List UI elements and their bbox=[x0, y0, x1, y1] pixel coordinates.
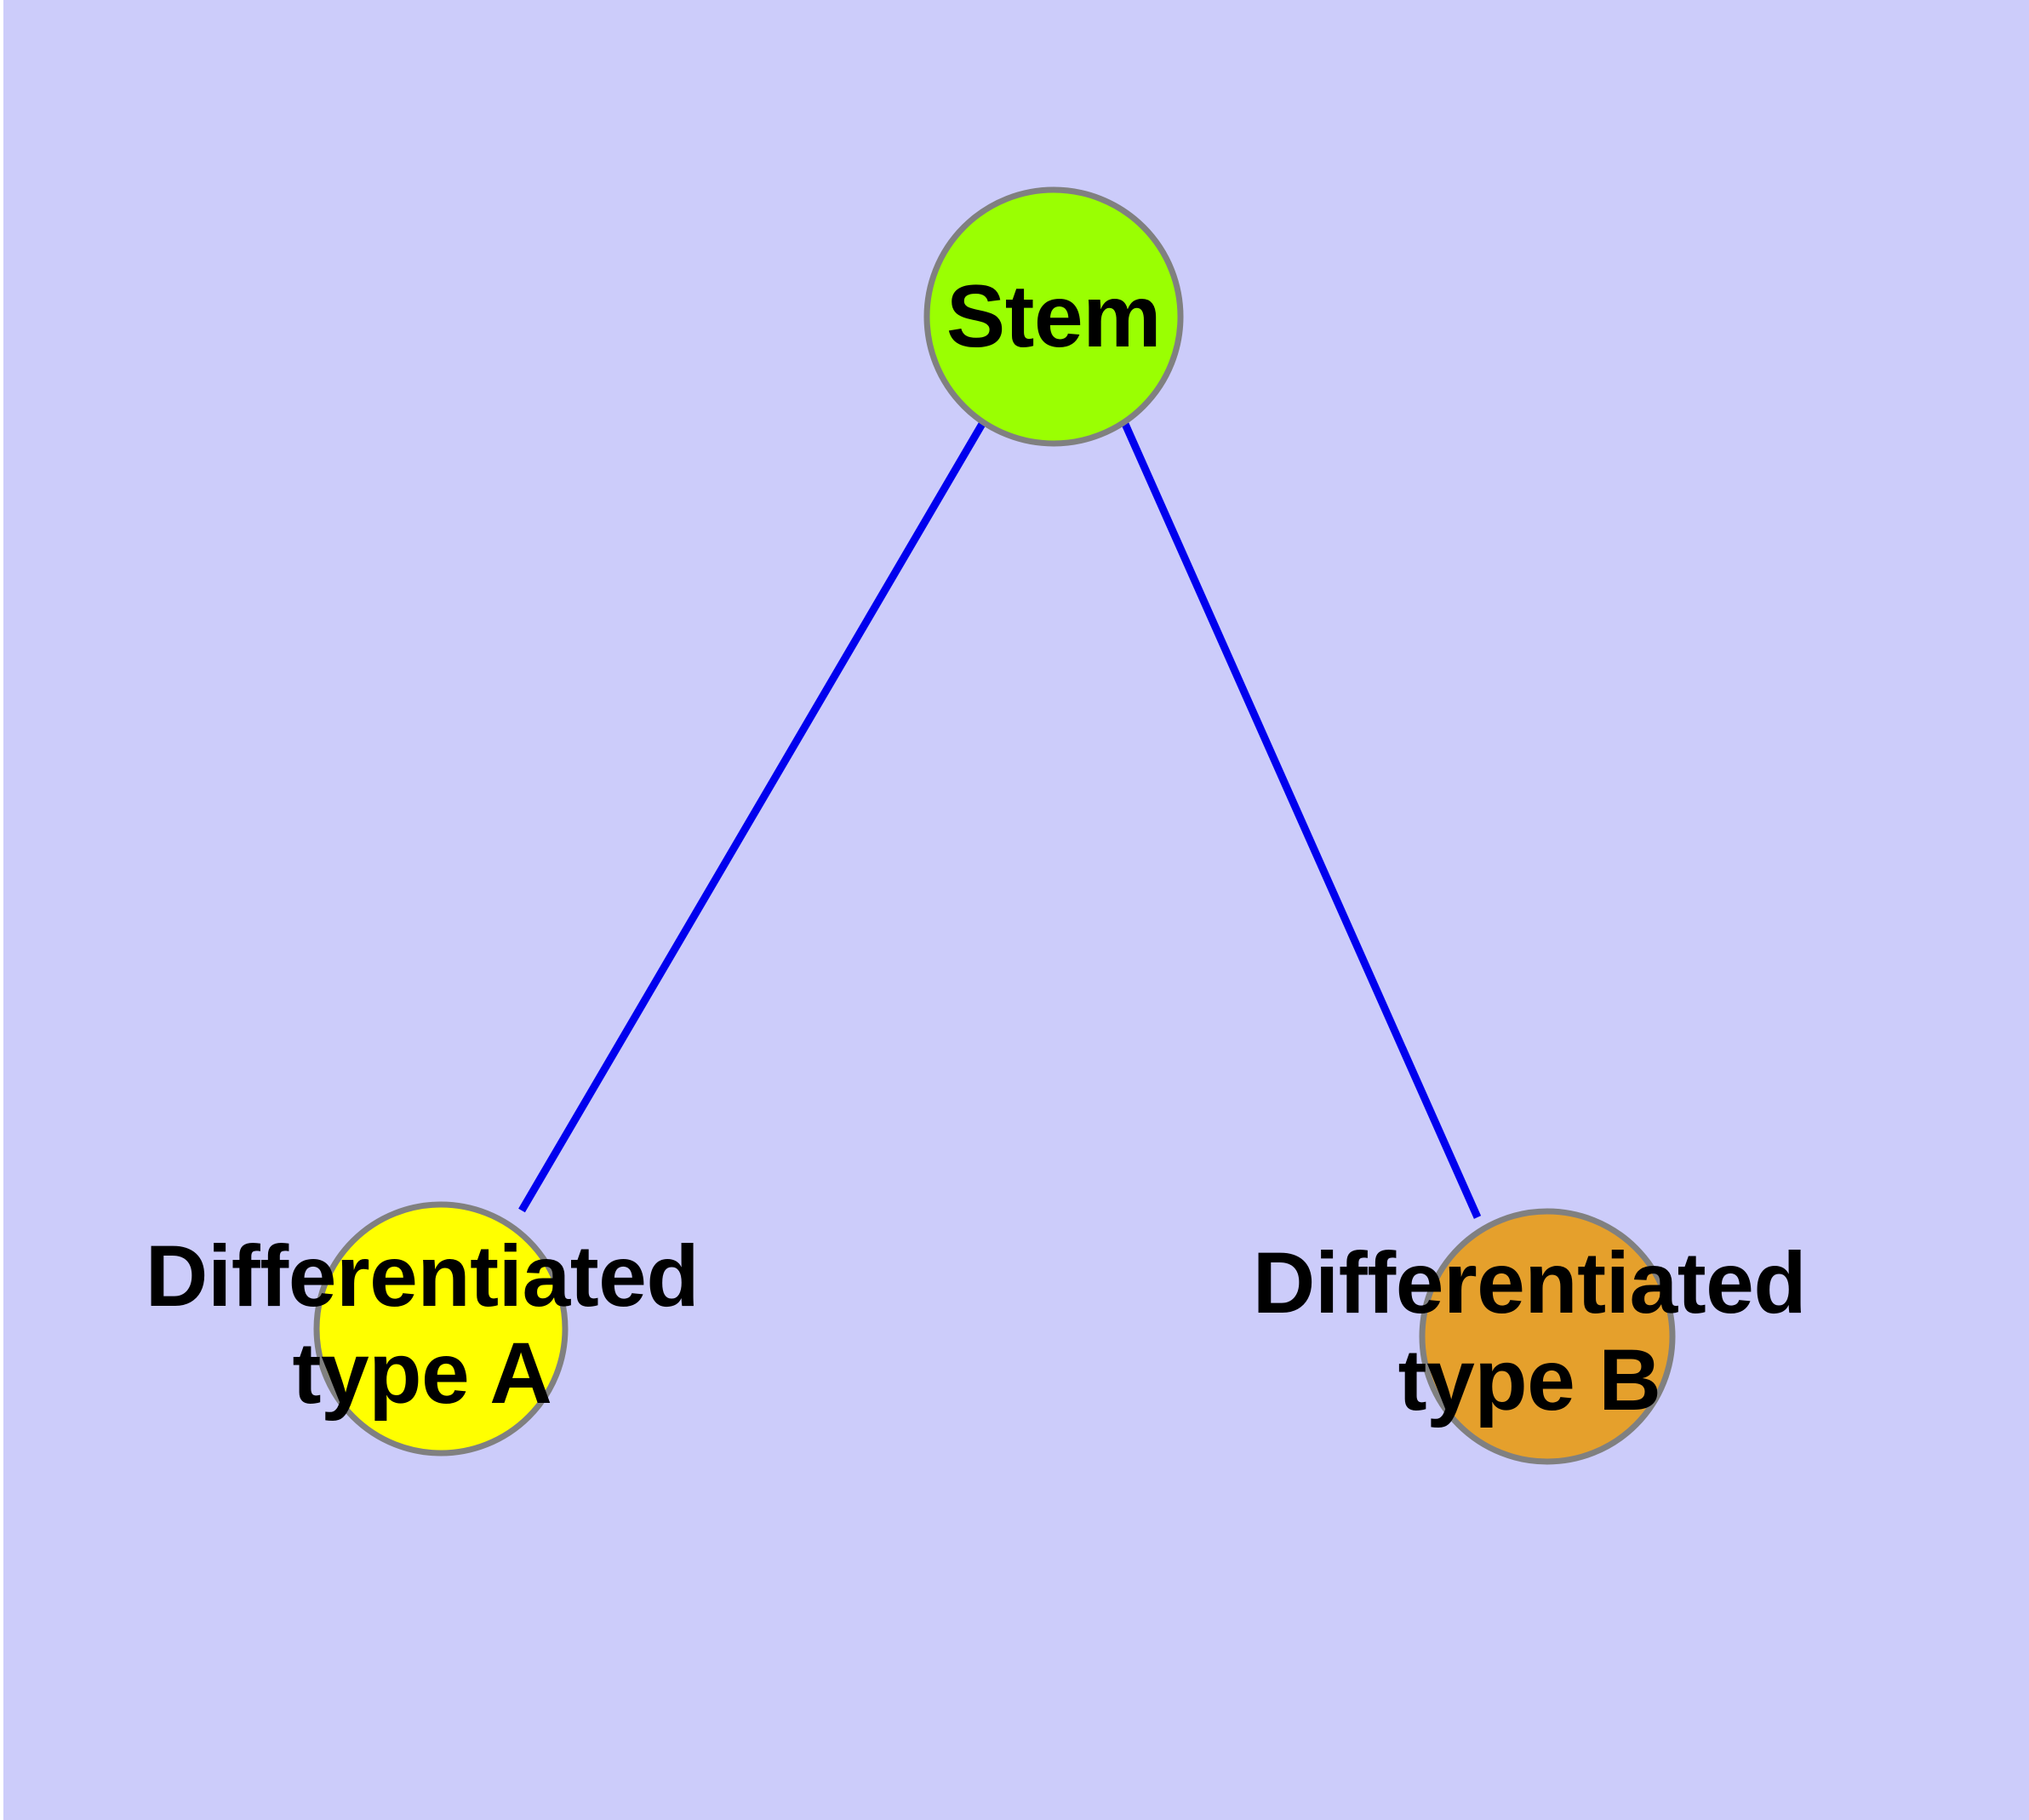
edge-stem-to-differentiated-type-a bbox=[518, 421, 986, 1213]
node-differentiated-type-a[interactable] bbox=[313, 1201, 569, 1457]
edge-layer bbox=[518, 421, 1482, 1219]
edge-stem-to-differentiated-type-b bbox=[1121, 422, 1482, 1219]
node-layer bbox=[313, 186, 1676, 1465]
node-differentiated-type-b[interactable] bbox=[1419, 1208, 1676, 1465]
node-stem[interactable] bbox=[923, 186, 1184, 447]
